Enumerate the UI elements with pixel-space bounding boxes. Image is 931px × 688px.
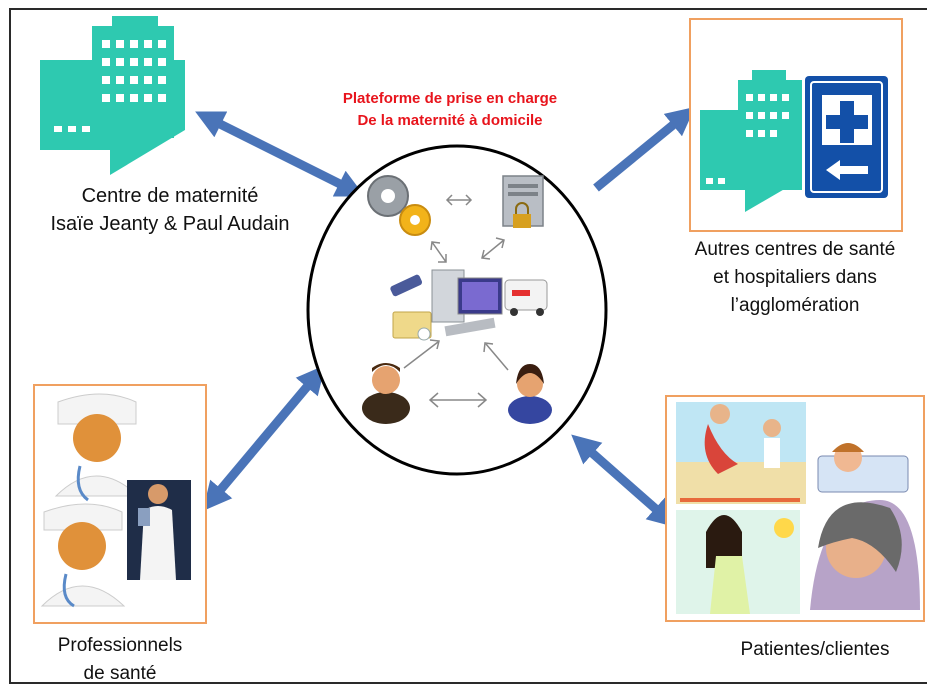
- doctor-icon-2: [40, 503, 126, 608]
- professionals-label: Professionnels de santé: [20, 632, 220, 688]
- businessman-icon: [362, 363, 410, 424]
- doctor-icon: [54, 393, 140, 502]
- server-lock-icon: [502, 175, 544, 228]
- platform-title-line1: Plateforme de prise en charge: [342, 90, 558, 107]
- other-centers-label-line1: Autres centres de santé: [694, 239, 896, 260]
- female-doctor-icon: [127, 480, 191, 580]
- other-centers-label-line2: et hospitaliers dans: [713, 267, 877, 288]
- phone-icon: [390, 274, 423, 297]
- arrow-maternity-platform: [195, 111, 365, 197]
- beach-patients-icon: [676, 402, 806, 504]
- folder-icon: [392, 311, 432, 341]
- professionals-label-line2: de santé: [83, 663, 157, 684]
- diagram-frame: [9, 8, 927, 684]
- maternity-label-line1: Centre de maternité: [81, 185, 259, 207]
- arrow-platform-other-centers: [593, 106, 696, 192]
- arrow-patients-platform: [571, 434, 677, 528]
- sick-child-icon: [812, 430, 912, 500]
- woman-avatar-icon: [508, 364, 552, 424]
- platform-title-line2: De la maternité à domicile: [357, 112, 543, 129]
- patients-label: Patientes/clientes: [700, 636, 930, 664]
- patients-label-line1: Patientes/clientes: [740, 639, 890, 660]
- other-centers-label: Autres centres de santé et hospitaliers …: [670, 236, 920, 320]
- other-centers-label-line3: l’agglomération: [730, 295, 860, 316]
- maternity-label: Centre de maternité Isaïe Jeanty & Paul …: [20, 182, 320, 238]
- computer-icon: [431, 269, 503, 337]
- ambulance-icon: [504, 279, 548, 316]
- maternity-label-line2: Isaïe Jeanty & Paul Audain: [50, 213, 290, 235]
- gears-icon: [367, 175, 431, 236]
- arrow-professionals-platform: [202, 364, 326, 512]
- platform-title: Plateforme de prise en charge De la mate…: [300, 88, 600, 132]
- headache-woman-icon: [676, 500, 920, 614]
- professionals-label-line1: Professionnels: [57, 635, 183, 656]
